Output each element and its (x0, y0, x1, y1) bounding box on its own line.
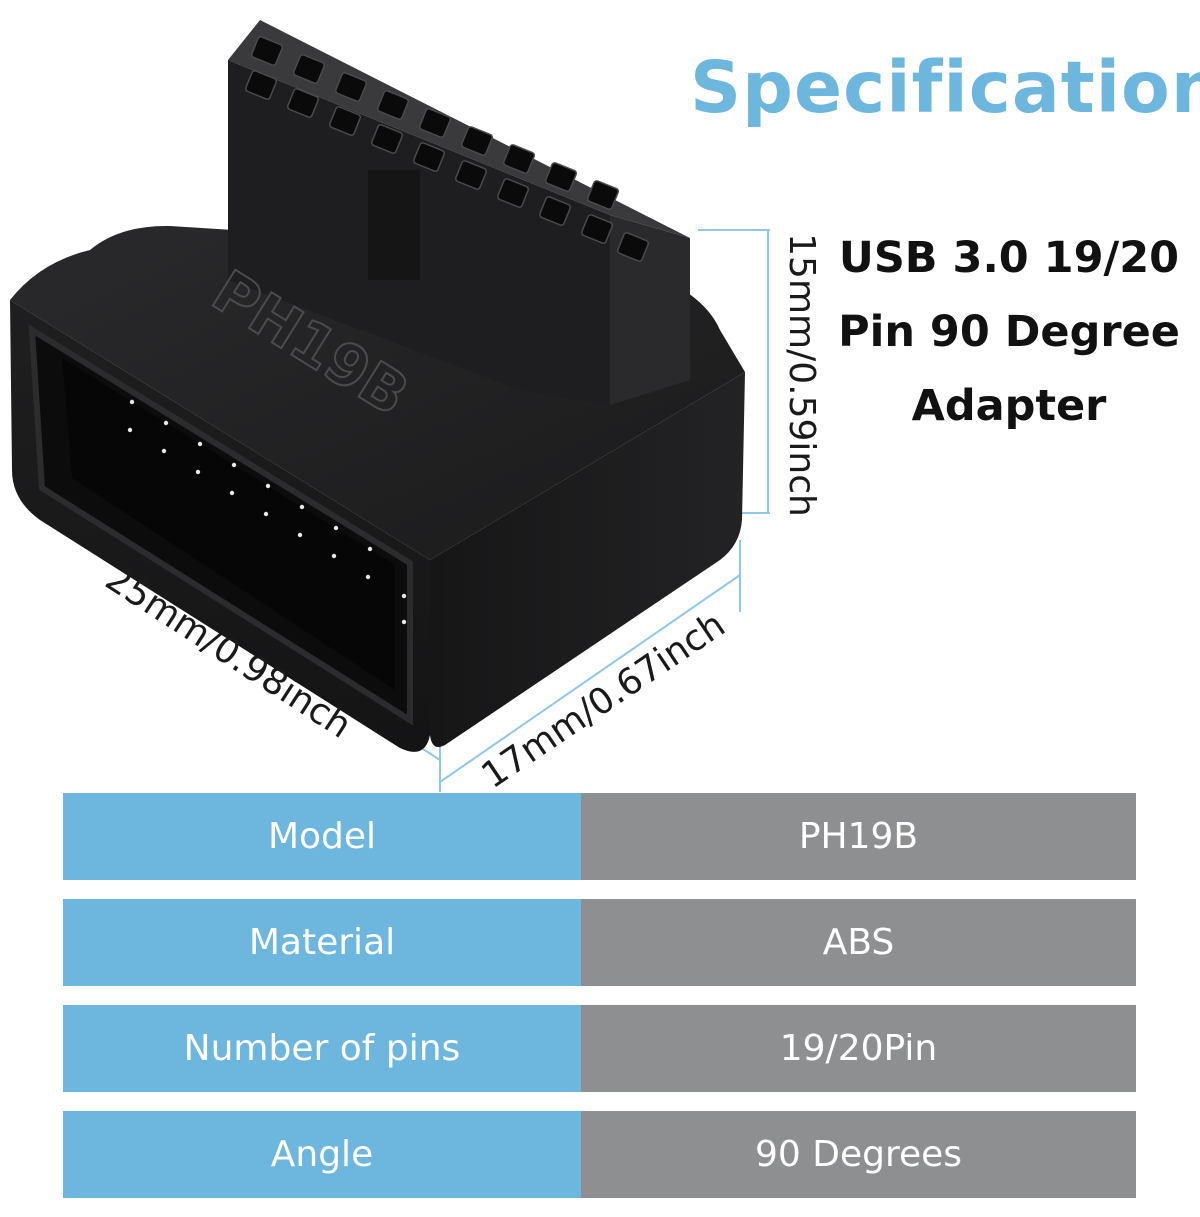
spec-value: ABS (581, 899, 1136, 986)
subtitle-line: Pin 90 Degree (838, 306, 1180, 357)
spec-value: 19/20Pin (581, 1005, 1136, 1092)
table-row: Angle 90 Degrees (63, 1111, 1136, 1198)
spec-value: 90 Degrees (581, 1111, 1136, 1198)
front-opening-inner (62, 358, 395, 690)
spec-value: PH19B (581, 793, 1136, 880)
subtitle-line: USB 3.0 19/20 (838, 233, 1180, 283)
spec-table: Model PH19B Material ABS Number of pins … (63, 793, 1136, 1217)
spec-label: Number of pins (63, 1005, 581, 1092)
spec-label: Angle (63, 1111, 581, 1198)
product-image: PH19B 15mm/0.59inch 25mm/0.98inch 17mm/0… (10, 20, 822, 797)
spec-label: Model (63, 793, 581, 880)
key-notch (368, 170, 420, 280)
table-row: Model PH19B (63, 793, 1136, 880)
header-block-side (610, 215, 690, 405)
table-row: Number of pins 19/20Pin (63, 1005, 1136, 1092)
pin-row (127, 399, 407, 625)
dimension-height-label: 15mm/0.59inch (781, 233, 822, 517)
table-row: Material ABS (63, 899, 1136, 986)
subtitle-line: Adapter (911, 380, 1107, 431)
spec-label: Material (63, 899, 581, 986)
socket-grid (244, 36, 650, 262)
body-side-face (430, 372, 745, 748)
product-subtitle: USB 3.0 19/20 Pin 90 Degree Adapter (818, 222, 1200, 444)
page-title: Specification (690, 46, 1200, 129)
